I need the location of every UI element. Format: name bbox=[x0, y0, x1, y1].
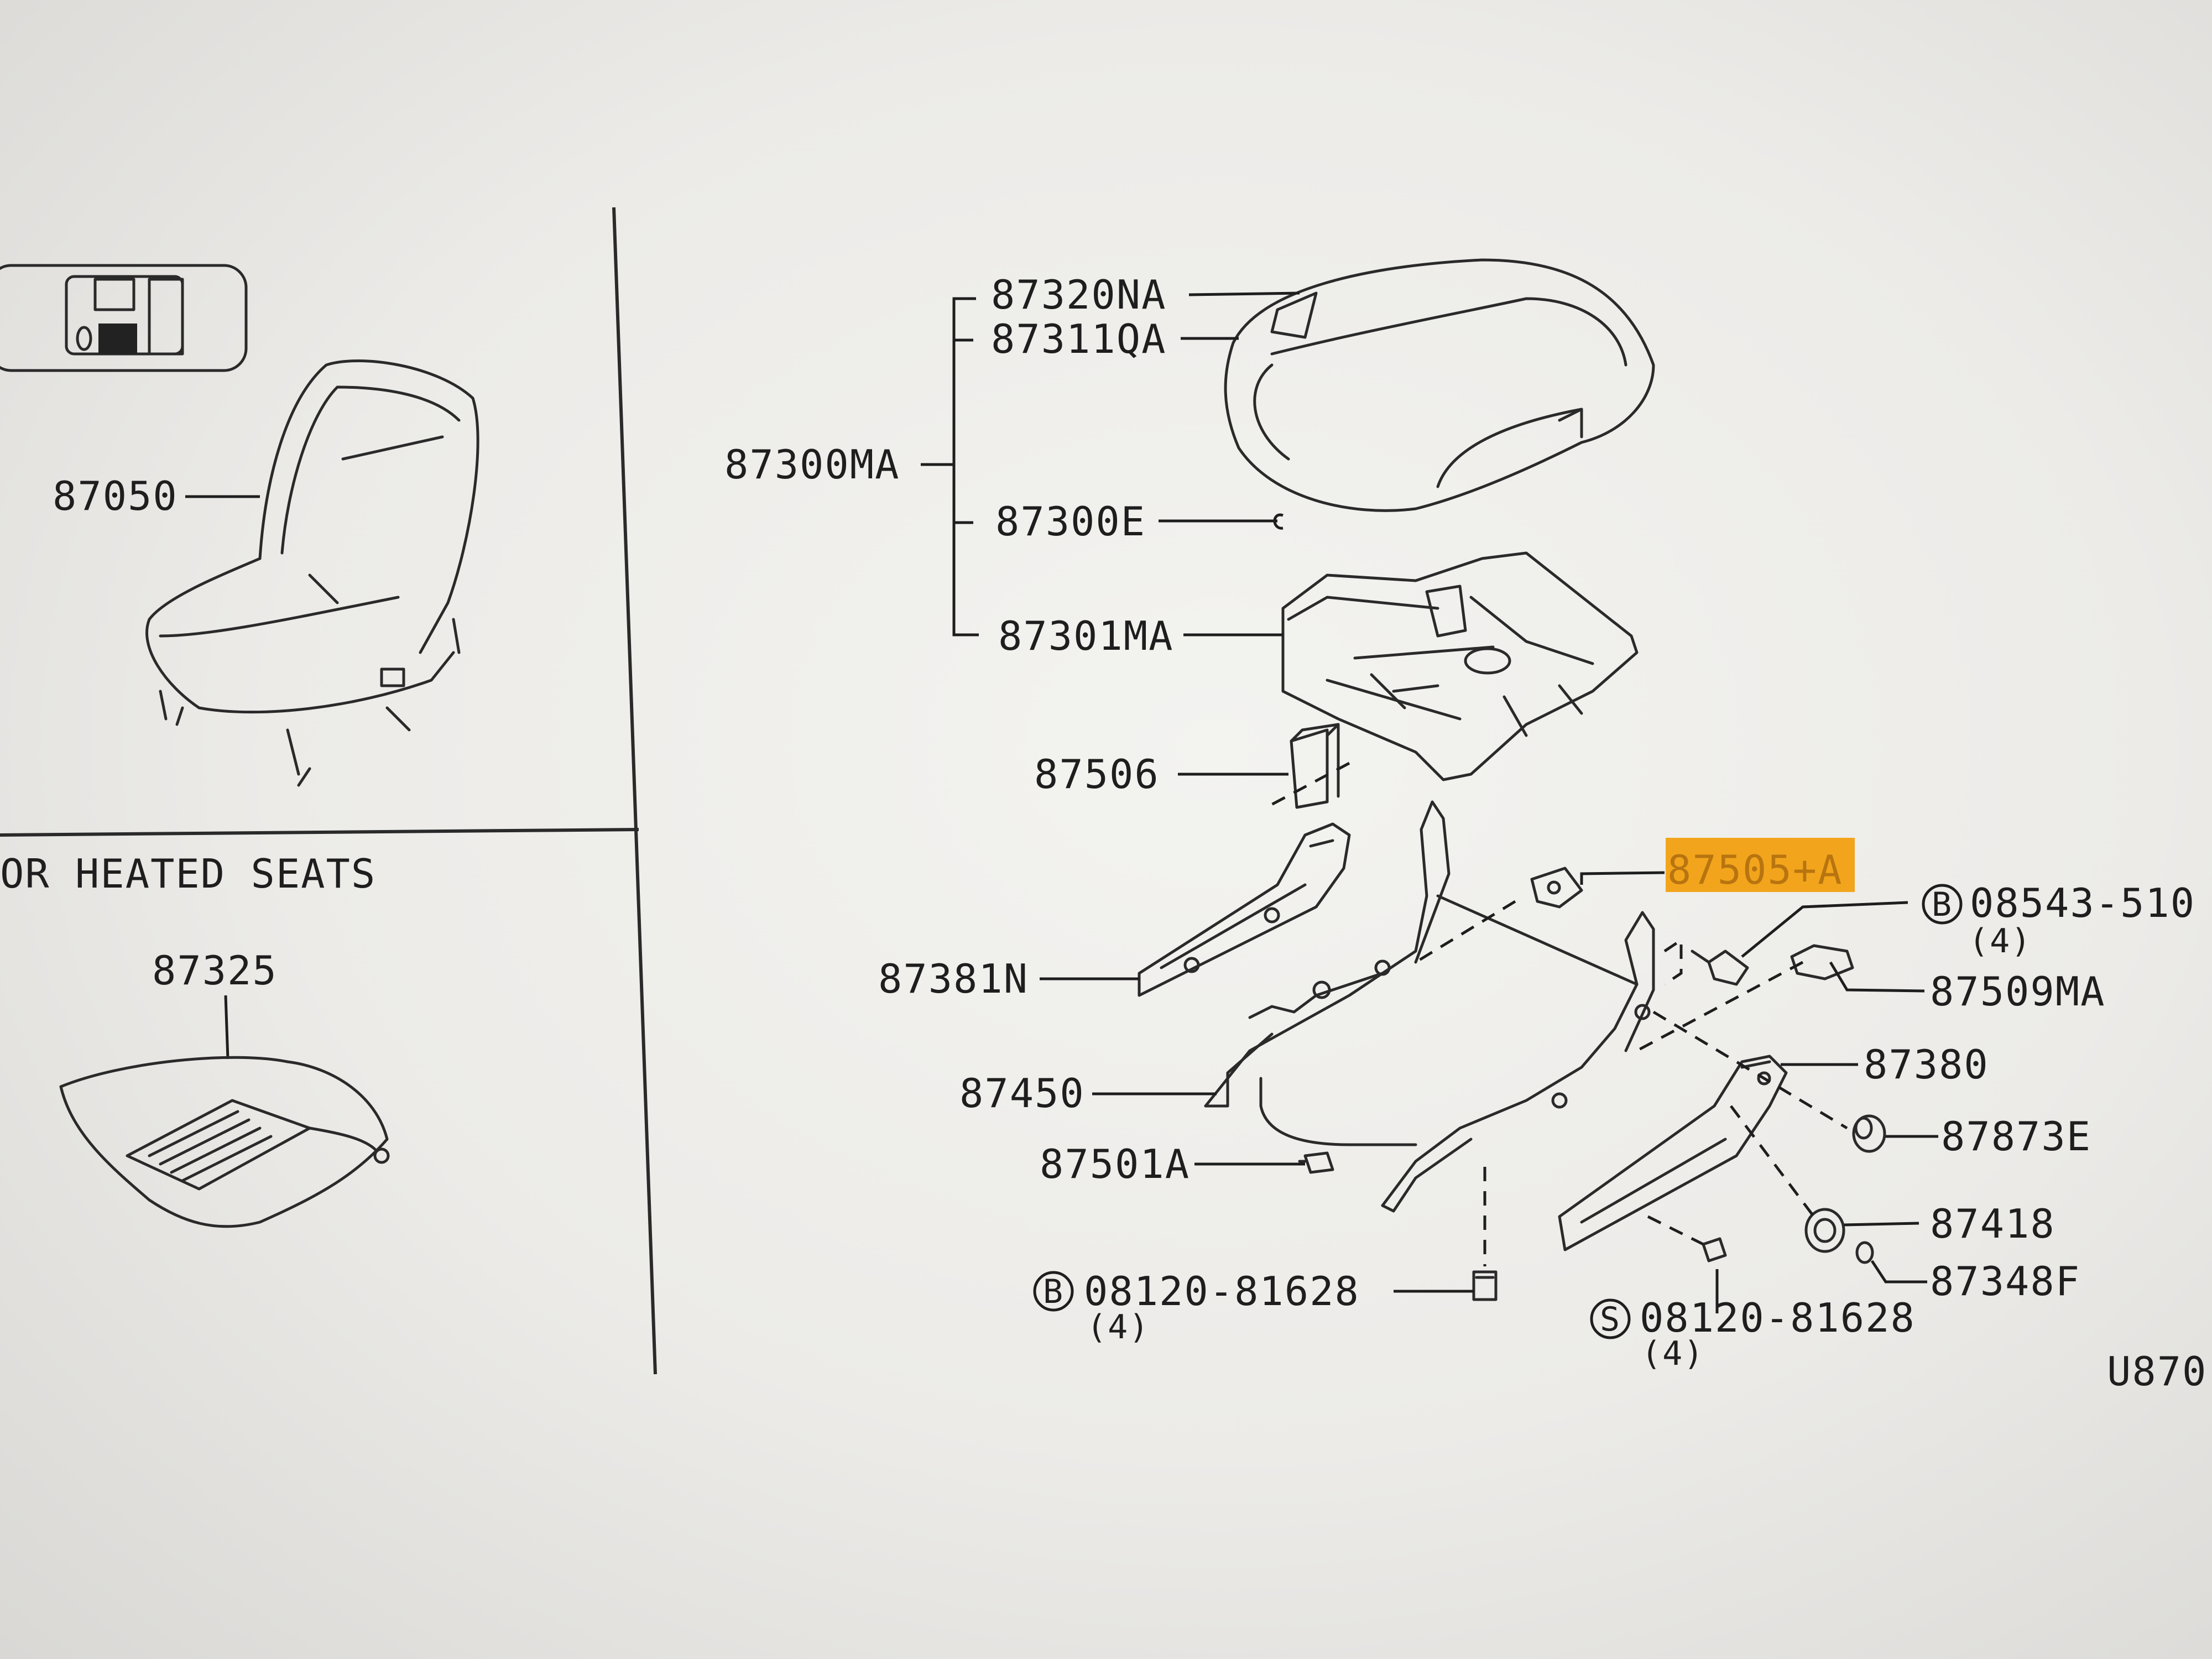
bolt-08120-left-drawing bbox=[1472, 1270, 1498, 1301]
callout-87509MA: 87509MA bbox=[1930, 968, 2105, 1015]
assembly-bracket bbox=[921, 297, 979, 637]
seat-assembly-drawing bbox=[145, 359, 479, 787]
callout-08543-qty: (4) bbox=[1969, 922, 2032, 961]
callout-87348F: 87348F bbox=[1930, 1258, 2080, 1305]
bolt-08543-drawing bbox=[1691, 950, 1749, 986]
callout-08120-left-qty: (4) bbox=[1087, 1308, 1150, 1347]
assembly-line-1 bbox=[1265, 761, 1350, 809]
seat-cushion-drawing bbox=[1224, 258, 1655, 512]
figure-code: U870 bbox=[2107, 1348, 2207, 1395]
callout-08120-left: 08120-81628 bbox=[1084, 1268, 1360, 1314]
callout-87320NA: 87320NA bbox=[991, 272, 1166, 318]
callout-87311QA: 87311QA bbox=[991, 316, 1166, 362]
bolt-87501A-drawing bbox=[1298, 1151, 1334, 1174]
clip-87348F-drawing bbox=[1855, 1241, 1874, 1264]
side-cover-87380-drawing bbox=[1558, 1055, 1788, 1251]
callout-87418: 87418 bbox=[1930, 1201, 2056, 1247]
callout-87325: 87325 bbox=[152, 947, 278, 994]
bolt-08120-right-drawing bbox=[1702, 1237, 1727, 1262]
callout-87301MA: 87301MA bbox=[998, 613, 1173, 659]
assembly-line-5 bbox=[1652, 1010, 1848, 1130]
callout-87501A: 87501A bbox=[1040, 1141, 1190, 1187]
seat-heater-drawing bbox=[59, 1056, 390, 1228]
marker-circle-08120-left bbox=[1033, 1271, 1074, 1312]
section-heading: OR HEATED SEATS bbox=[0, 851, 376, 897]
panel-divider-horizontal bbox=[0, 828, 639, 837]
marker-circle-08543 bbox=[1922, 884, 1963, 925]
callout-87381N: 87381N bbox=[878, 956, 1029, 1002]
marker-08120-right: S bbox=[1600, 1300, 1621, 1339]
cap-87873E-drawing bbox=[1852, 1114, 1886, 1153]
callout-87450: 87450 bbox=[959, 1070, 1085, 1117]
cushion-pan-drawing bbox=[1281, 551, 1639, 781]
assembly-line-2 bbox=[1415, 900, 1516, 964]
assembly-line-4 bbox=[1636, 961, 1804, 1052]
callout-87505A: 87505+A bbox=[1667, 847, 1843, 893]
knob-87505A-drawing bbox=[1530, 867, 1583, 909]
callout-87300E: 87300E bbox=[995, 498, 1146, 545]
knob-87418-drawing bbox=[1804, 1208, 1845, 1253]
marker-08120-left: B bbox=[1043, 1272, 1064, 1311]
callout-87873E: 87873E bbox=[1941, 1113, 2091, 1160]
marker-08543: B bbox=[1932, 885, 1953, 924]
marker-circle-08120-right bbox=[1590, 1298, 1631, 1339]
panel-divider-vertical bbox=[612, 207, 657, 1375]
callout-08543: 08543-510 bbox=[1970, 880, 2195, 926]
callout-87050: 87050 bbox=[53, 473, 178, 519]
assembly-line-6 bbox=[1730, 1105, 1815, 1218]
assembly-line-8 bbox=[1647, 1215, 1704, 1246]
callout-08120-right: 08120-81628 bbox=[1640, 1295, 1916, 1341]
side-cover-87381N-drawing bbox=[1138, 822, 1351, 997]
callout-87506: 87506 bbox=[1034, 751, 1160, 797]
assembly-line-3 bbox=[1663, 937, 1683, 986]
highlight-87505A bbox=[1666, 838, 1855, 892]
callout-08120-right-qty: (4) bbox=[1641, 1334, 1704, 1373]
callout-87380: 87380 bbox=[1864, 1041, 1989, 1088]
cover-87509MA-drawing bbox=[1790, 944, 1854, 980]
bracket-87506-drawing bbox=[1290, 723, 1340, 809]
seat-position-icon bbox=[0, 264, 248, 372]
callout-87300MA: 87300MA bbox=[724, 441, 900, 488]
seat-slide-rail-drawing bbox=[1204, 800, 1655, 1213]
